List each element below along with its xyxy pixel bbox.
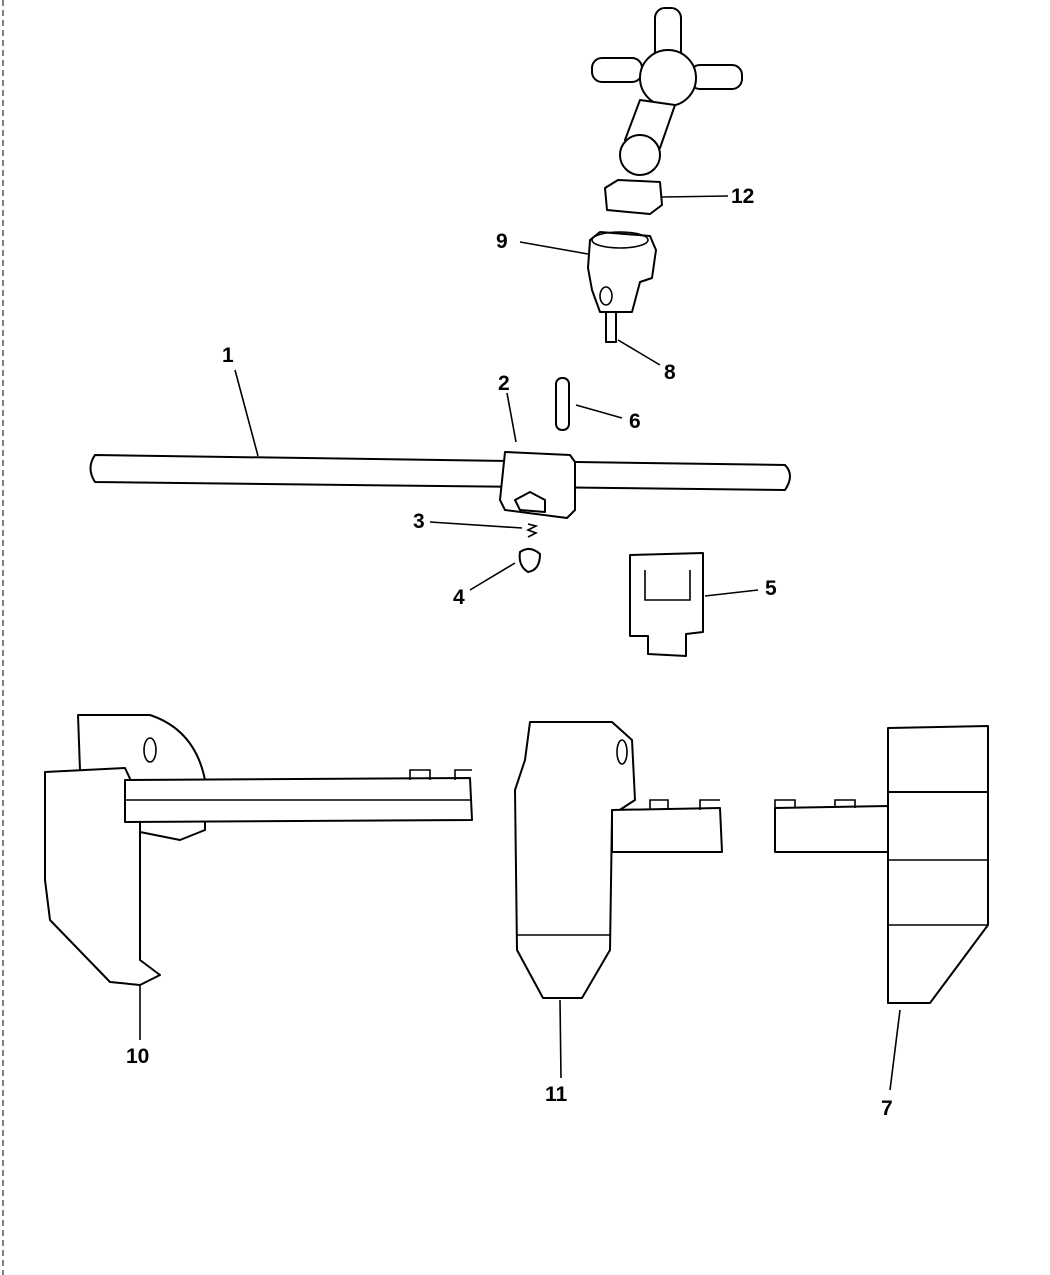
callout-5: 5 [765, 577, 777, 600]
part-1-shift-rail [89, 369, 791, 491]
part-2-shift-block [499, 392, 576, 519]
callout-1: 1 [222, 344, 234, 367]
callout-6: 6 [629, 410, 641, 433]
part-11-shift-fork [514, 721, 723, 1079]
callout-2: 2 [498, 372, 510, 395]
callout-8: 8 [664, 361, 676, 384]
part-7-shift-fork [774, 725, 989, 1091]
part-3-spring [429, 521, 539, 538]
part-4-detent-ball [469, 548, 541, 591]
part-9-socket [519, 231, 661, 366]
callout-10: 10 [126, 1045, 149, 1068]
universal-joint-cross [591, 7, 743, 176]
callout-12: 12 [731, 185, 754, 208]
callout-4: 4 [453, 586, 465, 609]
callout-7: 7 [881, 1097, 893, 1120]
part-10-shift-fork [44, 714, 473, 1040]
part-5-bracket [629, 552, 759, 657]
part-12-nut [604, 179, 729, 215]
callout-3: 3 [413, 510, 425, 533]
part-6-roll-pin [555, 377, 623, 431]
callout-9: 9 [496, 230, 508, 253]
callout-11: 11 [545, 1083, 568, 1106]
